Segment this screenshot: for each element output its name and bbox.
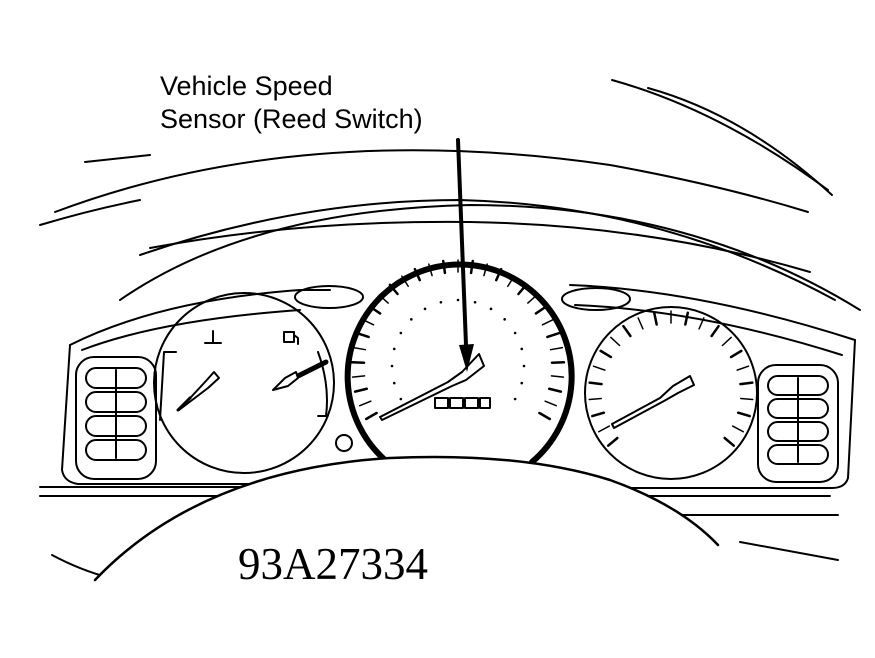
gauge-tick	[469, 259, 475, 275]
gauge-tick	[361, 318, 375, 326]
gauge-tick	[441, 259, 447, 275]
warning-lamp-oval-left	[294, 285, 364, 309]
gauge-dot	[513, 331, 517, 335]
tachometer-needle	[611, 375, 695, 429]
gauge-dot	[410, 318, 413, 321]
right-vent	[757, 364, 839, 483]
callout-line-1: Vehicle Speed	[160, 71, 333, 101]
gauge-tick	[597, 425, 611, 433]
gauge-tick	[353, 387, 369, 393]
fuel-temp-gauge	[153, 292, 335, 474]
fuel-pump-icon	[283, 331, 299, 345]
gauge-dot	[520, 381, 524, 385]
gauge-tick	[547, 387, 563, 393]
gauge-tick	[588, 381, 603, 386]
gauge-dot	[423, 307, 427, 311]
gauge-tick	[351, 375, 366, 378]
gauge-tick	[527, 294, 538, 304]
gauge-tick	[378, 294, 389, 304]
gauge-dot	[399, 331, 403, 335]
gauge-tick	[622, 324, 632, 338]
steering-wheel-rim	[93, 455, 720, 582]
tachometer-tick-marks	[588, 310, 754, 447]
gauge-tick	[550, 375, 565, 378]
callout-leader-arrow	[456, 138, 474, 372]
gauge-tick	[739, 381, 754, 386]
thermometer-icon	[204, 330, 222, 344]
gauge-tick	[710, 324, 720, 338]
gauge-tick	[588, 397, 602, 401]
callout-line-2: Sensor (Reed Switch)	[160, 104, 423, 134]
gauge-tick	[740, 397, 754, 401]
gauge-dot	[520, 347, 524, 351]
speedometer	[344, 259, 575, 465]
gauge-tick	[358, 400, 372, 407]
gauge-dot	[399, 397, 403, 401]
tachometer	[584, 306, 758, 480]
gauge-tick	[544, 400, 558, 407]
odometer-display	[434, 397, 491, 409]
gauge-tick	[599, 349, 613, 359]
gauge-tick	[494, 267, 503, 282]
gauge-dot	[456, 298, 460, 302]
gauge-tick	[534, 305, 548, 315]
vehicle-speed-sensor-callout: Vehicle Speed Sensor (Reed Switch)	[160, 70, 423, 136]
gauge-tick	[684, 311, 690, 326]
gauge-tick	[731, 425, 745, 433]
gauge-dot	[390, 364, 394, 368]
gauge-tick	[364, 411, 378, 421]
gauge-tick	[352, 346, 367, 351]
speedometer-tick-marks	[350, 259, 566, 421]
gauge-dot	[392, 347, 396, 351]
gauge-tick	[729, 349, 743, 359]
gauge-tick	[591, 411, 606, 418]
gauge-tick	[401, 275, 409, 288]
gauge-tick	[541, 318, 555, 326]
gauge-tick	[507, 275, 515, 288]
gauge-tick	[721, 336, 732, 347]
speedometer-dot-ring	[390, 298, 526, 401]
figure-id: 93A27334	[238, 539, 428, 589]
gauge-tick	[736, 411, 751, 418]
gauge-tick	[698, 317, 705, 330]
gauge-tick	[736, 365, 750, 371]
gauge-tick	[368, 305, 382, 315]
gauge-tick	[483, 263, 488, 277]
gauge-tick	[652, 311, 658, 326]
gauge-tick	[538, 411, 552, 421]
gauge-dot	[439, 300, 443, 304]
gauge-tick	[549, 346, 564, 351]
gauge-dot	[489, 307, 493, 311]
gauge-dot	[392, 381, 396, 385]
gauge-tick	[546, 331, 561, 339]
gauge-tick	[637, 317, 644, 330]
gauge-tick	[413, 267, 422, 282]
gauge-tick	[355, 331, 370, 339]
gauge-tick	[606, 436, 619, 447]
gauge-dot	[473, 300, 477, 304]
gauge-dot	[513, 397, 517, 401]
gauge-tick	[610, 336, 621, 347]
left-vent	[75, 356, 157, 480]
gauge-tick	[517, 283, 528, 296]
gauge-dot	[503, 318, 506, 321]
gauge-tick	[428, 263, 433, 277]
gauge-tick	[723, 436, 736, 447]
speedometer-needle	[379, 353, 485, 421]
warning-lamp-oval-right	[561, 287, 631, 311]
gauge-tick	[592, 365, 606, 371]
gauge-dot	[522, 364, 526, 368]
gauge-tick	[388, 283, 399, 296]
trip-reset-knob	[335, 434, 353, 452]
